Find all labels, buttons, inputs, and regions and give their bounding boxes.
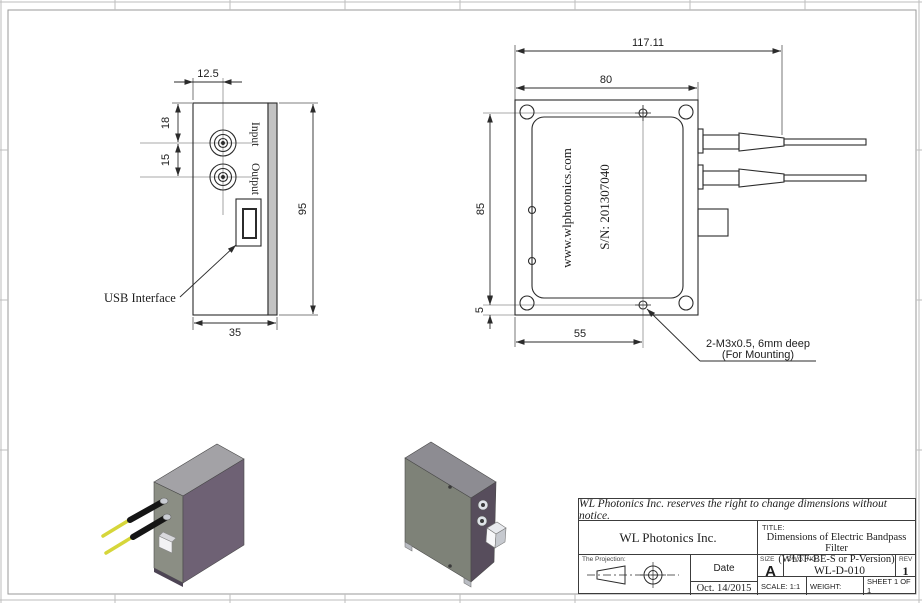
usb-port-outline <box>235 198 262 247</box>
title-cell: TITLE: Dimensions of Electric Bandpass F… <box>758 521 915 565</box>
dim-body-80: 80 <box>600 74 612 86</box>
dwg-cell: DWG. NO. WL-D-010 <box>784 555 896 577</box>
top-view-centerlines <box>483 105 648 348</box>
rev-value: 1 <box>902 564 909 578</box>
iso-view-back <box>404 441 507 588</box>
label-output: Output <box>249 163 261 196</box>
scale-cell: SCALE: 1:1 <box>758 577 807 595</box>
top-view-dims <box>487 48 816 362</box>
side-view: 12.5 18 15 95 35 Input Output USB Interf… <box>104 68 318 339</box>
mount-note-line2: (For Mounting) <box>722 349 794 361</box>
mount-hole-top <box>635 105 651 121</box>
size-value: A <box>765 563 776 580</box>
sheet-cell: SHEET 1 OF 1 <box>867 577 911 595</box>
dim-mount-55: 55 <box>574 328 586 340</box>
weight-cell: WEIGHT: <box>807 577 864 595</box>
iso-usb-plug <box>485 521 507 549</box>
rev-label: REV <box>899 556 913 563</box>
mount-hole-bottom <box>635 300 651 310</box>
dim-height-95: 95 <box>297 203 309 215</box>
dim-mount-85: 85 <box>475 203 487 215</box>
rev-cell: REV 1 <box>896 555 915 578</box>
date-value: Oct. 14/2015 <box>696 583 752 594</box>
mount-note-leader <box>646 308 816 362</box>
drawing-title-line2: (WLTF-BE-S or P-Version) <box>778 554 895 565</box>
usb-connector-block <box>697 208 729 237</box>
top-view: 117.11 80 85 5 55 www.wlphotonics.com S/… <box>474 37 867 362</box>
title-block: WL Photonics Inc. reserves the right to … <box>578 497 916 595</box>
dim-offset-12-5: 12.5 <box>197 68 218 80</box>
dim-port-18: 18 <box>160 117 172 129</box>
dwg-label: DWG. NO. <box>787 556 819 563</box>
dim-edge-5: 5 <box>474 307 486 313</box>
projection-label: The Projection: <box>582 556 626 563</box>
usb-socket-top <box>158 531 177 543</box>
size-cell: SIZE A <box>758 555 784 580</box>
top-view-extlines <box>514 45 783 347</box>
mount-note-line1: 2-M3x0.5, 6mm deep <box>706 338 810 350</box>
dim-port-15: 15 <box>160 154 172 166</box>
projection-symbol <box>587 562 679 588</box>
notice-text: WL Photonics Inc. reserves the right to … <box>579 497 887 522</box>
dim-depth-35: 35 <box>229 327 241 339</box>
label-usb-interface: USB Interface <box>104 291 176 305</box>
side-view-dims <box>174 79 316 326</box>
date-cell: Date Oct. 14/2015 <box>691 555 758 595</box>
dwg-number: WL-D-010 <box>813 565 866 577</box>
title-label: TITLE: <box>762 523 785 532</box>
usb-port-inner <box>242 208 257 239</box>
label-input: Input <box>249 122 261 147</box>
side-view-centerlines <box>140 78 252 215</box>
label-serial: S/N: 201307040 <box>597 164 612 250</box>
projection-cell: The Projection: <box>579 555 691 595</box>
company-name: WL Photonics Inc. <box>619 529 717 545</box>
iso-view-front <box>101 443 245 587</box>
drawing-title-line1: Dimensions of Electric Bandpass Filter <box>766 532 907 554</box>
top-view-body <box>514 99 867 316</box>
fiber-connector-bottom <box>697 164 867 190</box>
company-cell: WL Photonics Inc. <box>579 521 758 554</box>
dim-overall-117: 117.11 <box>632 37 664 49</box>
fiber-cables <box>101 497 172 555</box>
date-label: Date <box>691 555 757 582</box>
size-label: SIZE <box>760 556 775 563</box>
fiber-connector-top <box>697 128 867 154</box>
iso-ports <box>476 499 489 527</box>
label-website: www.wlphotonics.com <box>559 148 574 268</box>
side-view-body <box>192 102 278 316</box>
usb-leader-line <box>179 244 237 298</box>
notice-row: WL Photonics Inc. reserves the right to … <box>579 497 915 522</box>
